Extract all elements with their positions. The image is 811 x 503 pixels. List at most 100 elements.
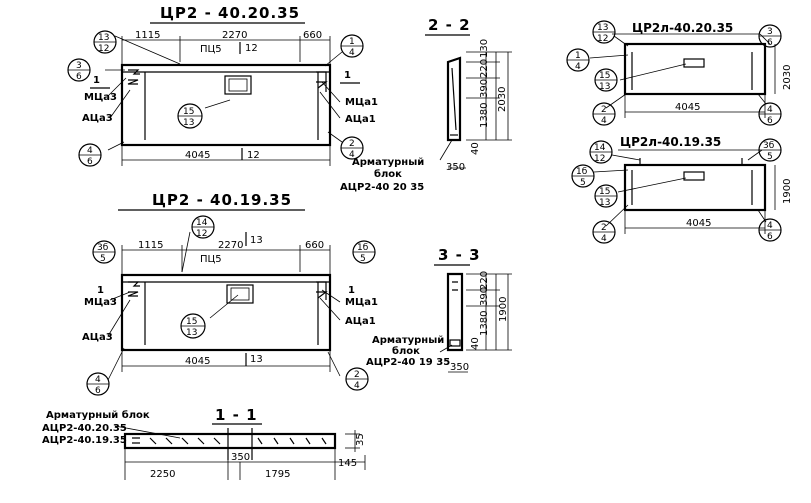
svg-text:15: 15 <box>599 71 610 81</box>
svg-text:5: 5 <box>580 178 586 188</box>
callout-4-6: 4 6 <box>78 143 102 167</box>
svg-text:220: 220 <box>479 271 490 290</box>
note-line2: блок <box>374 168 402 180</box>
svg-text:1б: 1б <box>576 167 588 177</box>
dim-350: 350 <box>231 452 250 463</box>
svg-text:3: 3 <box>76 61 82 71</box>
svg-text:12: 12 <box>594 154 605 164</box>
view-mid-right: ЦР2л-40.19.35 4045 1900 14 12 3б 5 <box>571 135 793 244</box>
svg-text:2030: 2030 <box>497 87 508 112</box>
svg-text:5: 5 <box>360 254 366 264</box>
view-title: ЦР2 - 40.19.35 <box>152 191 292 209</box>
svg-text:1380: 1380 <box>479 103 490 128</box>
callout-16-5: 1б 5 <box>352 240 376 264</box>
dim-1115: 1115 <box>135 30 160 41</box>
view-title: ЦР2л-40.19.35 <box>620 135 721 149</box>
note-line1: Арматурный блок <box>46 409 150 421</box>
dim-660: 660 <box>303 30 322 41</box>
svg-text:4: 4 <box>601 234 607 244</box>
label-mca1: МЦа1 <box>345 297 378 308</box>
svg-text:6: 6 <box>767 38 773 48</box>
label-mca1: МЦа1 <box>345 97 378 108</box>
dim-145: 145 <box>338 458 357 469</box>
svg-text:12: 12 <box>98 44 109 54</box>
view-top-right: ЦР2л-40.20.35 4045 2030 13 12 3 6 1 <box>566 20 793 126</box>
svg-text:13: 13 <box>599 198 610 208</box>
wall-panel <box>120 273 332 352</box>
svg-text:4: 4 <box>767 105 773 115</box>
note-line1: Арматурный <box>352 157 424 168</box>
callout-1-4: 1 4 <box>566 48 590 72</box>
svg-text:1б: 1б <box>357 243 369 253</box>
svg-text:13: 13 <box>183 118 194 128</box>
section-title: 2 - 2 <box>428 16 471 34</box>
section-mark: 13 <box>250 354 263 365</box>
svg-text:35: 35 <box>355 433 366 446</box>
section-profile <box>446 56 462 142</box>
svg-text:12: 12 <box>597 34 608 44</box>
svg-text:4: 4 <box>349 48 355 58</box>
dim-2270: 2270 <box>222 30 247 41</box>
label-aca1: АЦа1 <box>345 316 376 327</box>
cut-mark: 1 <box>93 75 100 86</box>
cut-mark: 1 <box>97 285 104 296</box>
svg-text:13: 13 <box>597 23 608 33</box>
opening <box>683 171 705 181</box>
section-1-1: 1 - 1 Арматурный блок АЦР2-40.20.35 АЦР2… <box>42 406 366 480</box>
section-title: 1 - 1 <box>215 406 258 424</box>
callout-3b-5: 3б 5 <box>92 240 116 264</box>
svg-text:4: 4 <box>767 221 773 231</box>
dim-1115: 1115 <box>138 240 163 251</box>
section-profile <box>446 272 464 352</box>
svg-text:4: 4 <box>575 62 581 72</box>
callout-3-6: 3 6 <box>758 24 782 48</box>
svg-text:6: 6 <box>767 116 773 126</box>
svg-text:4: 4 <box>601 116 607 126</box>
svg-text:2: 2 <box>354 370 360 380</box>
dim-660: 660 <box>305 240 324 251</box>
wall-panel <box>623 42 767 96</box>
callout-4-6: 4 6 <box>758 102 782 126</box>
note-line2: блок <box>392 345 420 357</box>
callout-2-4: 2 4 <box>340 136 364 160</box>
label-aca3: АЦа3 <box>82 332 113 343</box>
svg-text:1: 1 <box>349 37 355 47</box>
svg-text:4: 4 <box>349 150 355 160</box>
callout-4-6: 4 6 <box>86 372 110 396</box>
svg-text:13: 13 <box>98 33 109 43</box>
dim-1900: 1900 <box>782 179 793 204</box>
svg-text:14: 14 <box>196 218 208 228</box>
svg-text:2: 2 <box>601 223 607 233</box>
dim-1795: 1795 <box>265 469 290 480</box>
svg-text:220: 220 <box>479 59 490 78</box>
svg-text:1380: 1380 <box>479 311 490 336</box>
svg-text:15: 15 <box>183 107 194 117</box>
section-mark: 13 <box>250 235 263 246</box>
section-title: 3 - 3 <box>438 246 481 264</box>
callout-15-13: 15 13 <box>594 184 618 208</box>
svg-text:390: 390 <box>479 287 490 306</box>
svg-text:15: 15 <box>186 317 197 327</box>
dim-2250: 2250 <box>150 469 175 480</box>
svg-text:1900: 1900 <box>498 297 509 322</box>
view-mid-left: ЦР2 - 40.19.35 1115 2270 13 660 ПЦ5 4045… <box>82 191 378 396</box>
callout-15-13: 15 13 <box>177 103 203 129</box>
callout-2-4: 2 4 <box>592 220 616 244</box>
dim-4045: 4045 <box>185 356 210 367</box>
callout-14-12: 14 12 <box>191 215 215 239</box>
note-line3: АЦР2-40 20 35 <box>340 182 424 193</box>
dim-2030: 2030 <box>782 65 793 90</box>
view-title: ЦР2 - 40.20.35 <box>160 4 300 22</box>
callout-16-5: 1б 5 <box>571 164 595 188</box>
svg-text:14: 14 <box>594 143 606 153</box>
cut-mark: 1 <box>344 70 351 81</box>
svg-text:13: 13 <box>599 82 610 92</box>
label-aca1: АЦа1 <box>345 114 376 125</box>
callout-2-4: 2 4 <box>345 367 369 391</box>
callout-15-13: 15 13 <box>594 68 618 92</box>
dim-4045: 4045 <box>675 102 700 113</box>
note-line1: Арматурный <box>372 335 444 346</box>
section-3-3: 3 - 3 220 390 1380 1900 40 350 Арматурны… <box>366 246 512 373</box>
svg-text:5: 5 <box>767 152 773 162</box>
svg-text:4: 4 <box>95 375 101 385</box>
